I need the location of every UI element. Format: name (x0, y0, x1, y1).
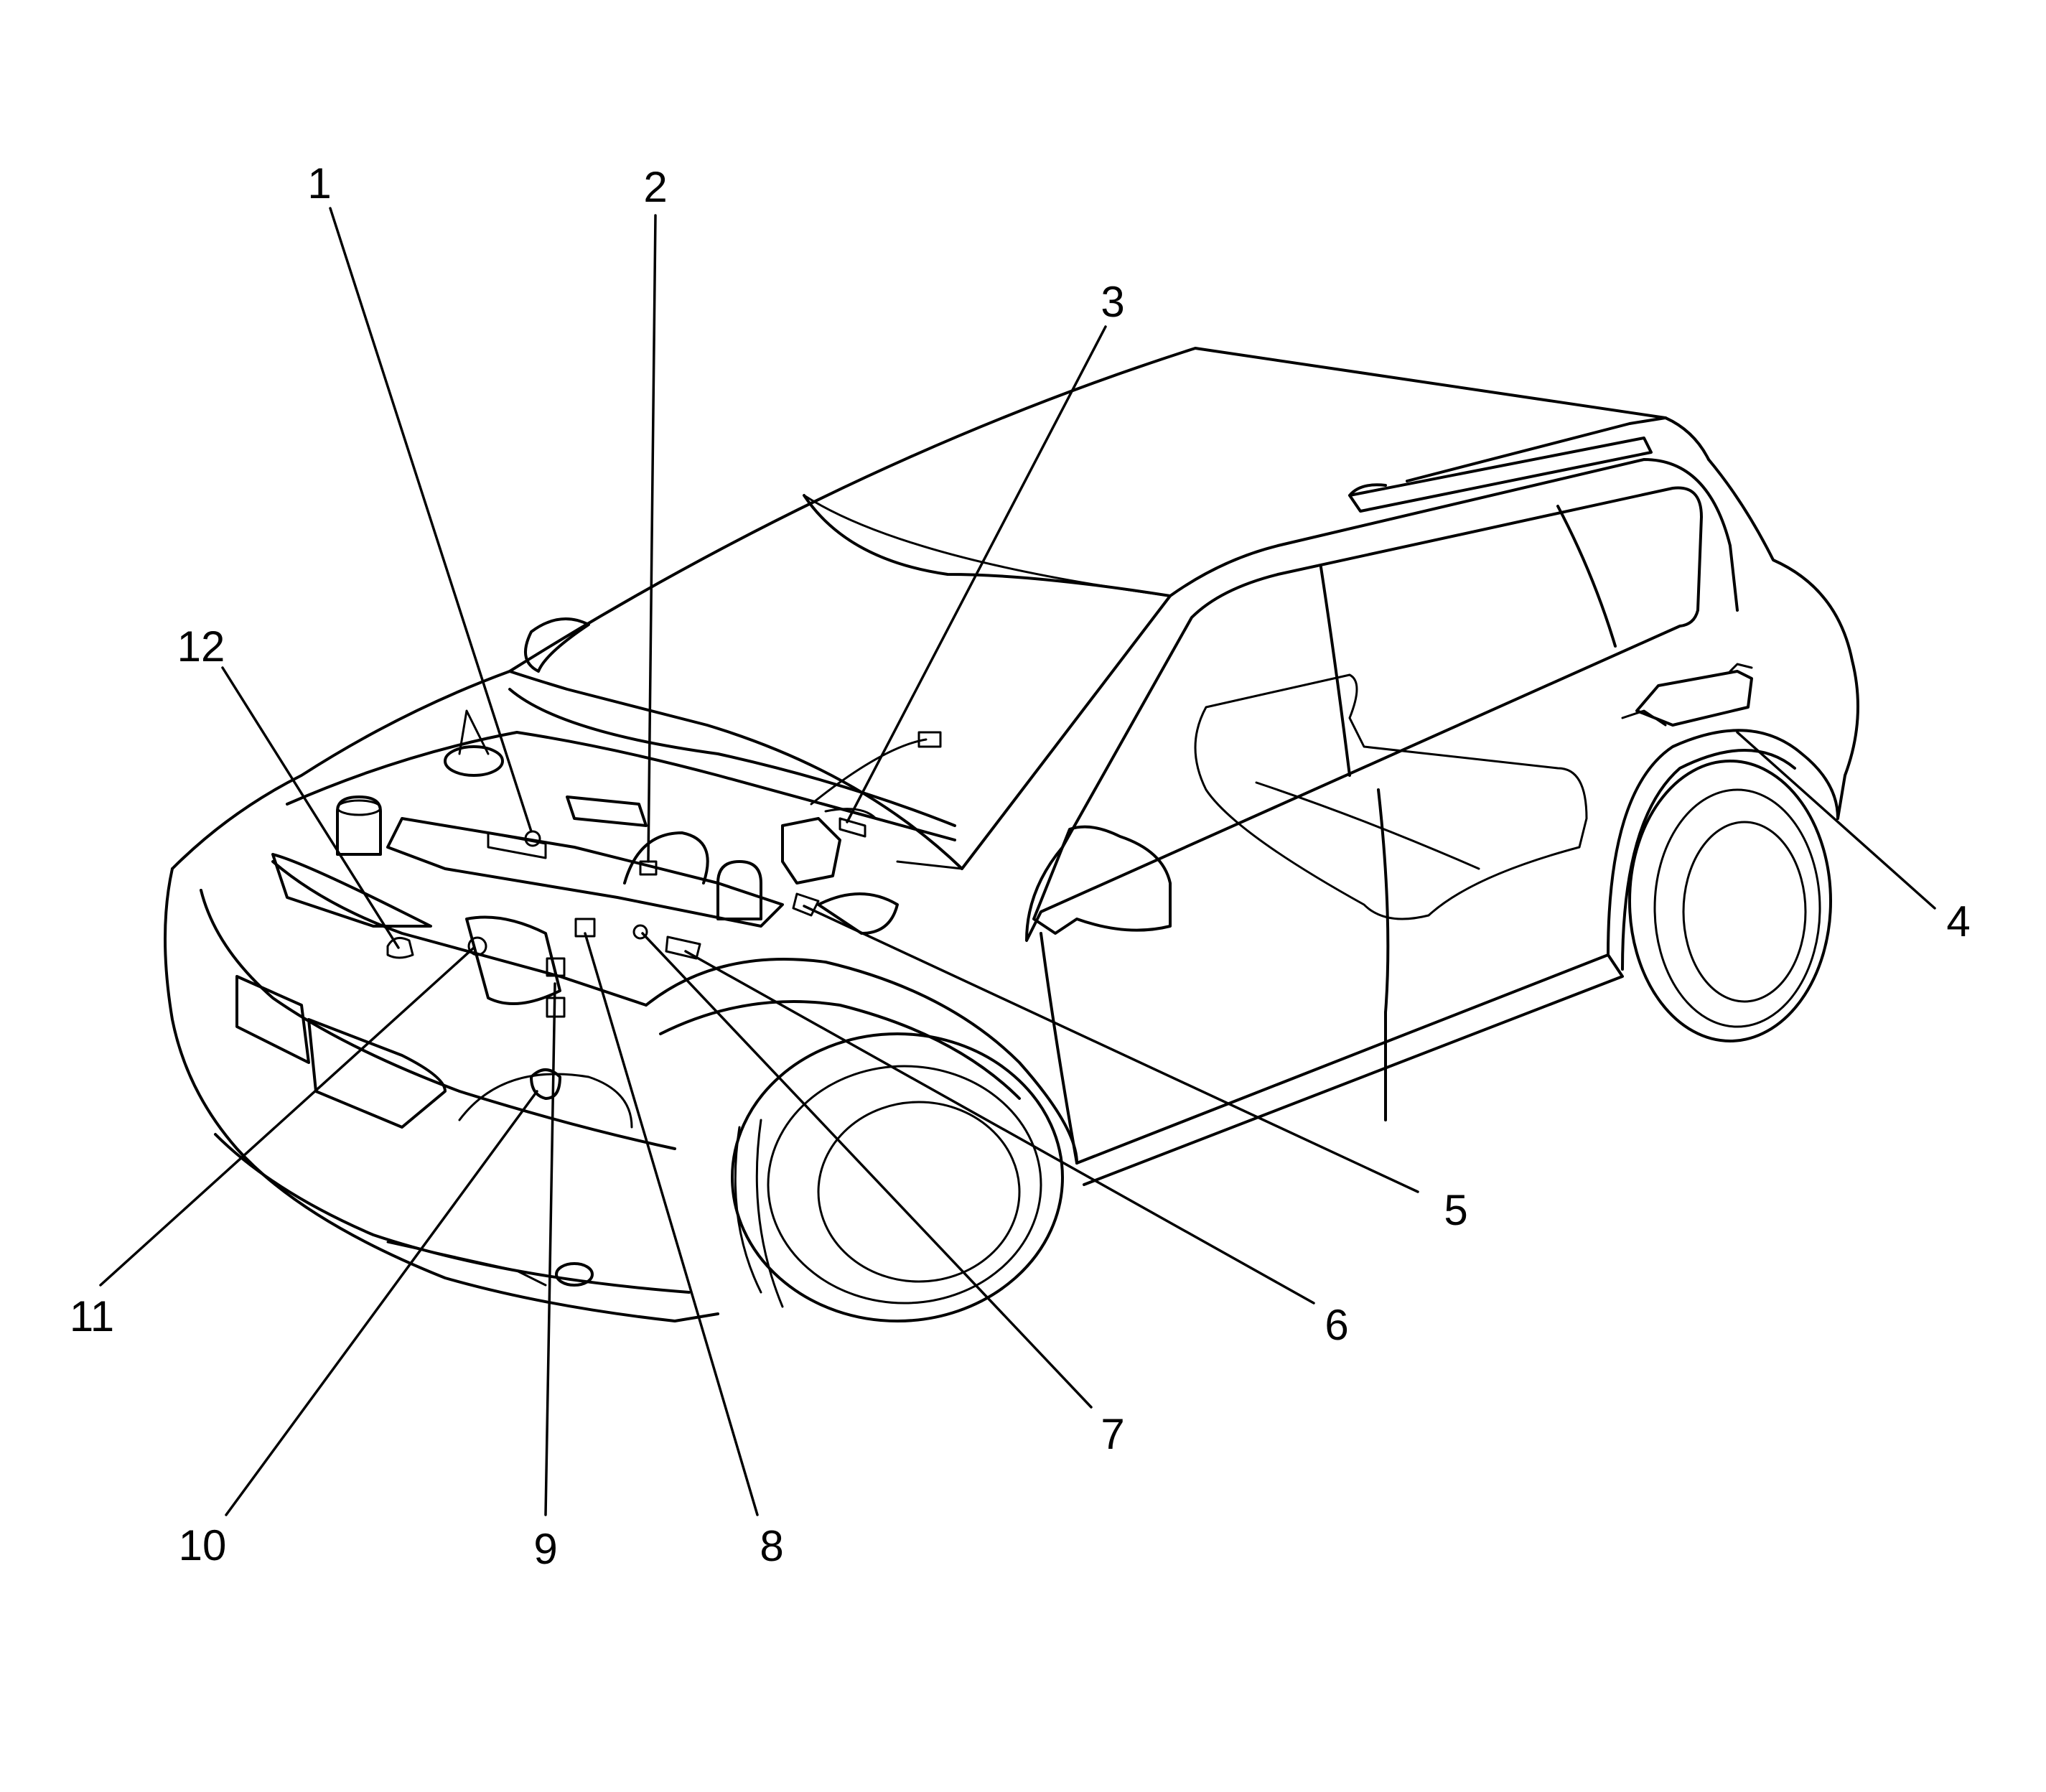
front-wheel-arch-lip (659, 1000, 1021, 1100)
callout-6: 6 (1325, 1301, 1348, 1349)
leader-5 (803, 905, 1419, 1193)
left-mirror-blob (524, 617, 590, 673)
callout-10: 10 (179, 1521, 227, 1569)
front-bumper-lower (214, 1133, 691, 1294)
headlamp-left (271, 853, 432, 928)
front-wheel-arch (645, 958, 1078, 1165)
leader-3 (846, 325, 1107, 823)
rear-wheel-arch-inner (1621, 749, 1796, 971)
rear-tire (1628, 760, 1832, 1042)
rear-wheel-rim (1682, 821, 1807, 1003)
engine-block (465, 915, 561, 1005)
callout-labels: 1 2 3 4 5 6 7 8 9 10 11 12 (70, 159, 1971, 1573)
component-5-connector (792, 892, 820, 917)
roof-outline (508, 347, 1710, 673)
callout-3: 3 (1101, 278, 1124, 326)
roof-rail (1348, 437, 1653, 513)
callout-7: 7 (1101, 1410, 1124, 1458)
coolant-reservoir (336, 795, 382, 856)
leader-7 (641, 932, 1093, 1409)
leader-1 (329, 207, 533, 833)
hood-latch (530, 1068, 561, 1100)
rear-module-bracket (1621, 663, 1753, 727)
roof-rear-edge (1406, 416, 1667, 482)
front-tire-sidewall (767, 1065, 1042, 1305)
rear-tire-sidewall (1653, 788, 1821, 1028)
component-12-sensor (386, 936, 414, 959)
windshield-top-edge (803, 494, 1172, 597)
component-7-sensor (632, 924, 648, 940)
hood-latch-recess (458, 1073, 633, 1129)
left-strut-tower (444, 745, 504, 777)
battery-connector (917, 731, 942, 748)
component-9-connector (546, 957, 566, 977)
component-markers (386, 817, 866, 1018)
engine-cover (386, 817, 784, 928)
c-pillar (1556, 505, 1617, 648)
hood-opening (286, 731, 956, 841)
front-tire-tread (734, 1119, 784, 1308)
front-tire (731, 1032, 1064, 1322)
grille-center (307, 1018, 447, 1129)
front-wheel-rim (817, 1101, 1021, 1283)
callout-11: 11 (70, 1292, 114, 1340)
rear-module (1635, 670, 1753, 727)
hood-outline (171, 670, 511, 870)
door-seam-front (1377, 788, 1390, 1014)
leader-2 (647, 214, 657, 863)
callout-2: 2 (643, 163, 667, 211)
reservoir-cap (336, 799, 382, 816)
windshield-inner-left (896, 860, 963, 870)
component-1-connector (524, 830, 541, 847)
brake-fluid-reservoir (716, 860, 762, 920)
callout-9: 9 (533, 1525, 557, 1573)
battery-cable (810, 738, 928, 820)
leader-11 (99, 946, 475, 1287)
leader-4 (1736, 731, 1936, 910)
wiring-loop (623, 831, 709, 885)
vehicle-outline-drawing (164, 347, 1859, 1322)
callout-12: 12 (177, 622, 225, 671)
left-strut-brace (458, 709, 490, 755)
battery (781, 817, 841, 885)
rear-seat (1194, 673, 1588, 920)
side-window-frame (1025, 486, 1703, 942)
leader-8 (584, 932, 759, 1516)
leader-9 (544, 982, 556, 1516)
rear-wheel-arch (1607, 729, 1839, 956)
a-pillar (1169, 458, 1739, 612)
callout-5: 5 (1444, 1186, 1467, 1234)
leader-12 (221, 666, 400, 949)
b-pillar (1319, 566, 1351, 777)
seat-cushion-line (1255, 781, 1480, 870)
fog-lamp (555, 1262, 594, 1287)
grille-left (235, 975, 310, 1064)
right-fender-liner (817, 892, 899, 935)
callout-4: 4 (1946, 897, 1970, 946)
front-bumper-upper (200, 889, 676, 1150)
lower-grille-slot (386, 1241, 547, 1287)
leader-10 (225, 1090, 538, 1516)
air-filter-box (566, 795, 648, 827)
windshield (508, 494, 1172, 870)
rear-quarter-panel (1707, 458, 1859, 820)
callout-leader-lines (99, 207, 1936, 1516)
side-mirror (1032, 825, 1172, 935)
engine-bay (271, 709, 942, 1007)
callout-1: 1 (307, 159, 331, 207)
front-bulkhead (271, 860, 648, 1007)
roof-rail-foot (1348, 483, 1387, 497)
component-11-sensor (467, 936, 487, 956)
leader-6 (684, 950, 1315, 1305)
lower-door-line (1040, 932, 1078, 1165)
hood-front-edge (508, 688, 956, 827)
callout-8: 8 (760, 1522, 783, 1570)
component-3-sensor (839, 817, 866, 838)
rocker-panel (1075, 953, 1624, 1186)
